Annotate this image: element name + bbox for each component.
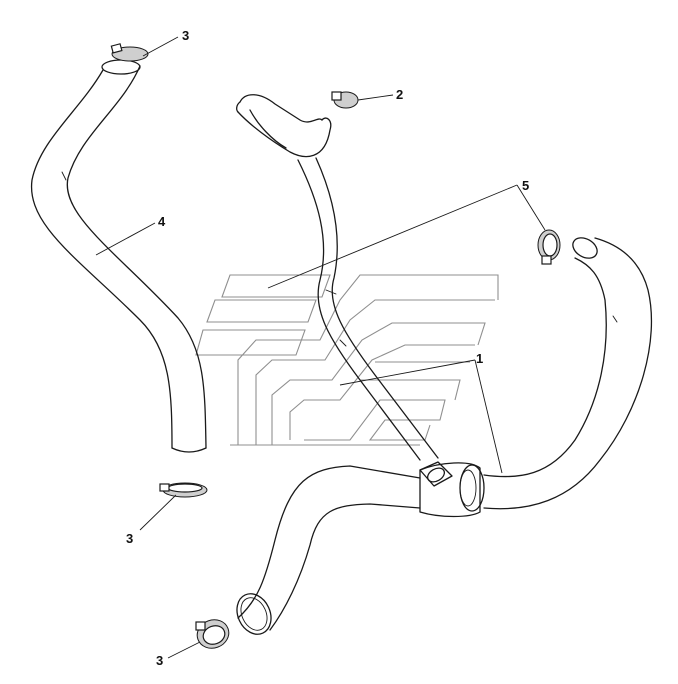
callout-5: 5	[522, 178, 529, 193]
leader-lines	[95, 36, 546, 659]
callout-4: 4	[158, 214, 166, 229]
hose-clamp-part-2	[331, 91, 359, 109]
hose-clamp-part-5	[537, 229, 561, 265]
callout-3-bottom: 3	[156, 653, 163, 668]
callout-3-top: 3	[182, 28, 189, 43]
callout-3-middle: 3	[126, 531, 133, 546]
watermark-logo	[195, 274, 499, 446]
callout-labels: 3 2 4 5 1 3 3	[126, 28, 529, 668]
hose-part-4	[30, 59, 207, 453]
hose-clamp-top	[110, 43, 149, 62]
pipe-part-2	[236, 94, 439, 461]
hose-clamp-middle	[159, 482, 208, 498]
hose-part-1	[236, 237, 653, 635]
callout-2: 2	[396, 87, 403, 102]
hose-clamp-bottom	[195, 619, 230, 649]
callout-1: 1	[476, 351, 483, 366]
